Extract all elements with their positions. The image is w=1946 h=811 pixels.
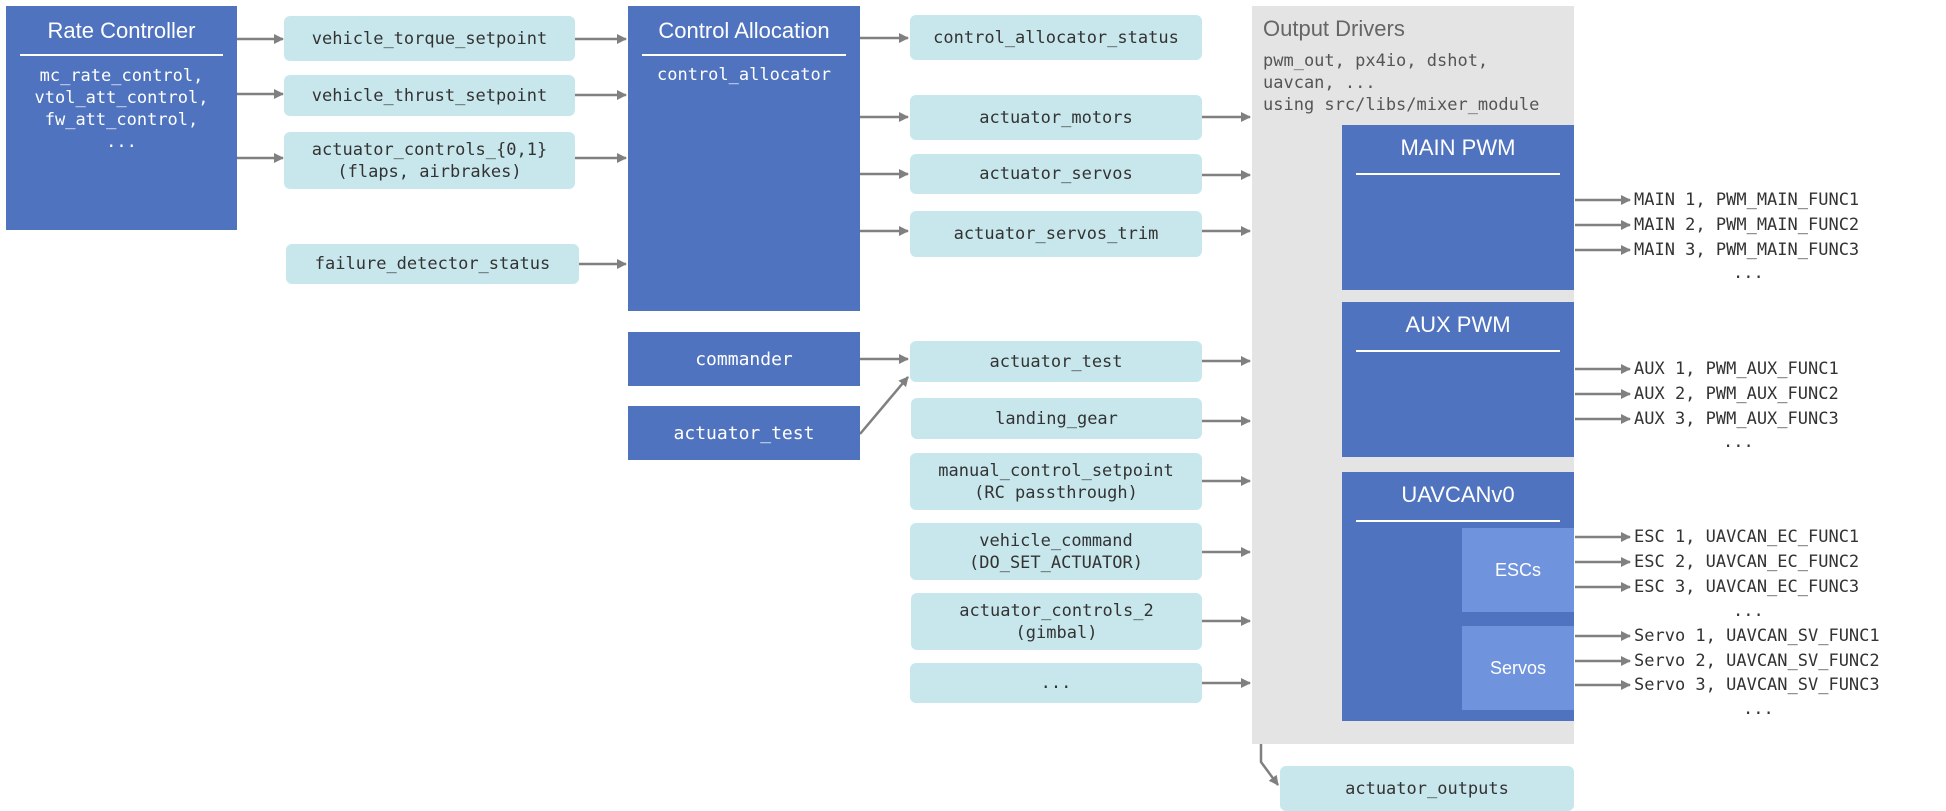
- topic-actuator-test: actuator_test: [910, 341, 1202, 382]
- topic-failure-detector-status: failure_detector_status: [286, 244, 579, 284]
- main-output-more: ...: [1733, 263, 1764, 283]
- escs-box: ESCs: [1462, 528, 1574, 612]
- aux-output-more: ...: [1723, 432, 1754, 452]
- topic-actuator-motors: actuator_motors: [910, 95, 1202, 140]
- rate-controller-modules: mc_rate_control, vtol_att_control, fw_at…: [34, 66, 209, 152]
- aux-output-2: AUX 2, PWM_AUX_FUNC2: [1634, 384, 1839, 404]
- servo-output-2: Servo 2, UAVCAN_SV_FUNC2: [1634, 651, 1880, 671]
- aux-pwm-title: AUX PWM: [1405, 312, 1511, 337]
- topic-actuator-controls-2: actuator_controls_2 (gimbal): [911, 593, 1202, 650]
- output-drivers-title: Output Drivers: [1263, 16, 1405, 41]
- rate-controller-divider: [20, 54, 223, 56]
- aux-pwm-divider: [1356, 350, 1560, 352]
- commander-box: commander: [628, 332, 860, 386]
- control-allocation-module: control_allocator: [657, 65, 831, 85]
- output-drivers-subtitle: pwm_out, px4io, dshot, uavcan, ... using…: [1263, 51, 1540, 115]
- aux-pwm-box: AUX PWM: [1342, 302, 1574, 457]
- topic-actuator-controls-0-1: actuator_controls_{0,1} (flaps, airbrake…: [284, 132, 575, 189]
- esc-output-2: ESC 2, UAVCAN_EC_FUNC2: [1634, 552, 1860, 572]
- aux-output-3: AUX 3, PWM_AUX_FUNC3: [1634, 409, 1839, 429]
- uavcan-box: UAVCANv0 ESCs Servos: [1342, 472, 1574, 721]
- servo-output-1: Servo 1, UAVCAN_SV_FUNC1: [1634, 626, 1880, 646]
- topic-actuator-servos-trim: actuator_servos_trim: [910, 211, 1202, 257]
- topic-vehicle-thrust-setpoint: vehicle_thrust_setpoint: [284, 75, 575, 116]
- actuator-test-module-box: actuator_test: [628, 406, 860, 460]
- rate-controller-title: Rate Controller: [47, 18, 196, 43]
- control-allocation-title: Control Allocation: [658, 18, 830, 43]
- topic-manual-control-setpoint: manual_control_setpoint (RC passthrough): [910, 453, 1202, 510]
- servo-output-3: Servo 3, UAVCAN_SV_FUNC3: [1634, 675, 1880, 695]
- esc-output-1: ESC 1, UAVCAN_EC_FUNC1: [1634, 527, 1860, 547]
- topic-vehicle-torque-setpoint: vehicle_torque_setpoint: [284, 16, 575, 61]
- main-pwm-box: MAIN PWM: [1342, 125, 1574, 290]
- main-output-2: MAIN 2, PWM_MAIN_FUNC2: [1634, 215, 1860, 235]
- uavcan-title: UAVCANv0: [1401, 482, 1515, 507]
- aux-output-1: AUX 1, PWM_AUX_FUNC1: [1634, 359, 1839, 379]
- servo-output-more: ...: [1743, 699, 1774, 719]
- topic-vehicle-command: vehicle_command (DO_SET_ACTUATOR): [910, 523, 1202, 580]
- topic-actuator-servos: actuator_servos: [910, 154, 1202, 194]
- rate-controller-box: Rate Controller mc_rate_control, vtol_at…: [6, 6, 237, 230]
- control-allocation-divider: [642, 54, 846, 56]
- servos-box: Servos: [1462, 626, 1574, 710]
- main-output-3: MAIN 3, PWM_MAIN_FUNC3: [1634, 240, 1860, 260]
- main-output-1: MAIN 1, PWM_MAIN_FUNC1: [1634, 190, 1860, 210]
- topic-more: ...: [910, 663, 1202, 703]
- esc-output-more: ...: [1733, 601, 1764, 621]
- esc-output-3: ESC 3, UAVCAN_EC_FUNC3: [1634, 577, 1860, 597]
- topic-actuator-outputs: actuator_outputs: [1280, 766, 1574, 811]
- topic-control-allocator-status: control_allocator_status: [910, 15, 1202, 60]
- topic-landing-gear: landing_gear: [911, 398, 1202, 439]
- control-allocation-box: Control Allocation control_allocator: [628, 6, 860, 311]
- main-pwm-title: MAIN PWM: [1400, 135, 1516, 160]
- main-pwm-divider: [1356, 173, 1560, 175]
- uavcan-divider: [1356, 520, 1560, 522]
